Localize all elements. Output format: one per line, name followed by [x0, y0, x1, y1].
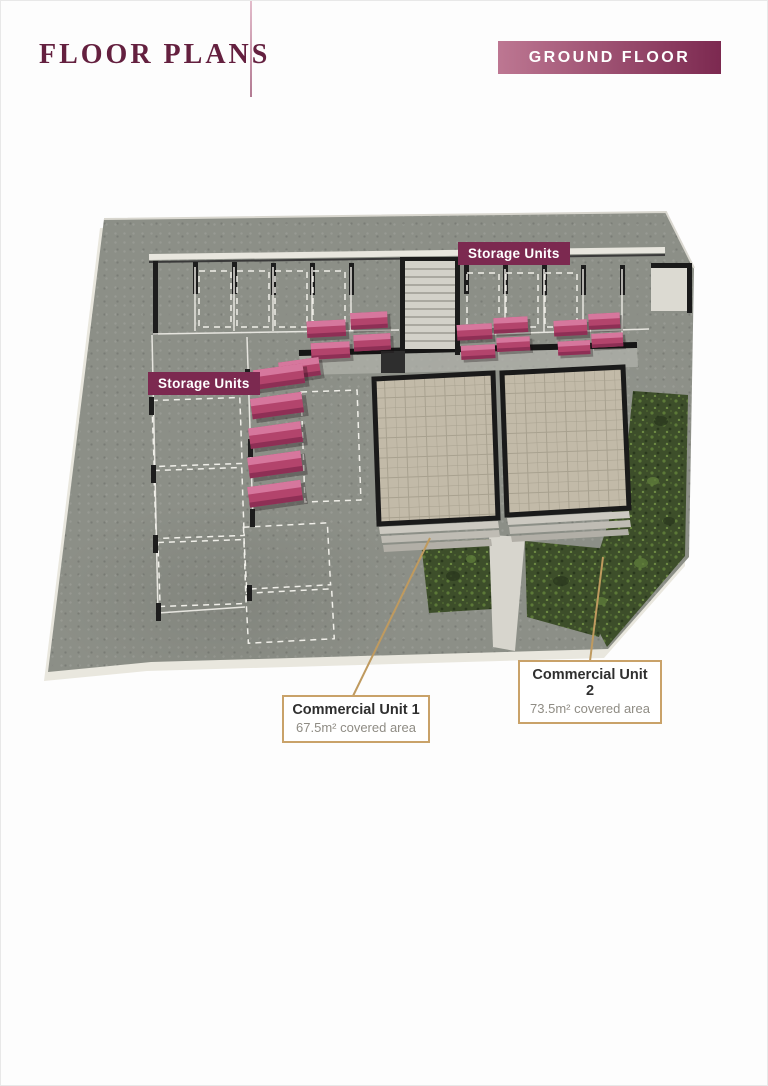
leader-lines — [352, 537, 604, 697]
page-title: FLOOR PLANS — [39, 39, 271, 70]
ground-floor-banner: GROUND FLOOR — [498, 41, 721, 74]
header-divider — [250, 1, 252, 97]
callout-title: Commercial Unit 1 — [292, 702, 420, 718]
callout-area: 67.5m² covered area — [296, 720, 416, 735]
storage-bay-outlines — [151, 270, 578, 645]
building-outer-wall — [103, 210, 695, 269]
service-notch — [651, 263, 692, 313]
storage-units-badge-left: Storage Units — [148, 372, 260, 395]
staircase — [381, 257, 460, 373]
commercial-unit-1-floor — [371, 370, 501, 552]
lift-shaft — [381, 351, 405, 373]
callout-commercial-unit-2: Commercial Unit 2 73.5m² covered area — [518, 660, 662, 724]
leader-line-unit-1 — [352, 537, 431, 697]
walkway — [489, 535, 525, 651]
storage-units-badge-top: Storage Units — [458, 242, 570, 265]
callout-commercial-unit-1: Commercial Unit 1 67.5m² covered area — [282, 695, 430, 743]
callout-area: 73.5m² covered area — [530, 701, 650, 716]
wall-stubs-left — [149, 369, 255, 621]
commercial-unit-2-floor — [499, 364, 632, 542]
callout-title: Commercial Unit 2 — [532, 667, 648, 699]
ground-floor-banner-label: GROUND FLOOR — [528, 48, 691, 66]
leader-line-unit-2 — [589, 556, 604, 662]
